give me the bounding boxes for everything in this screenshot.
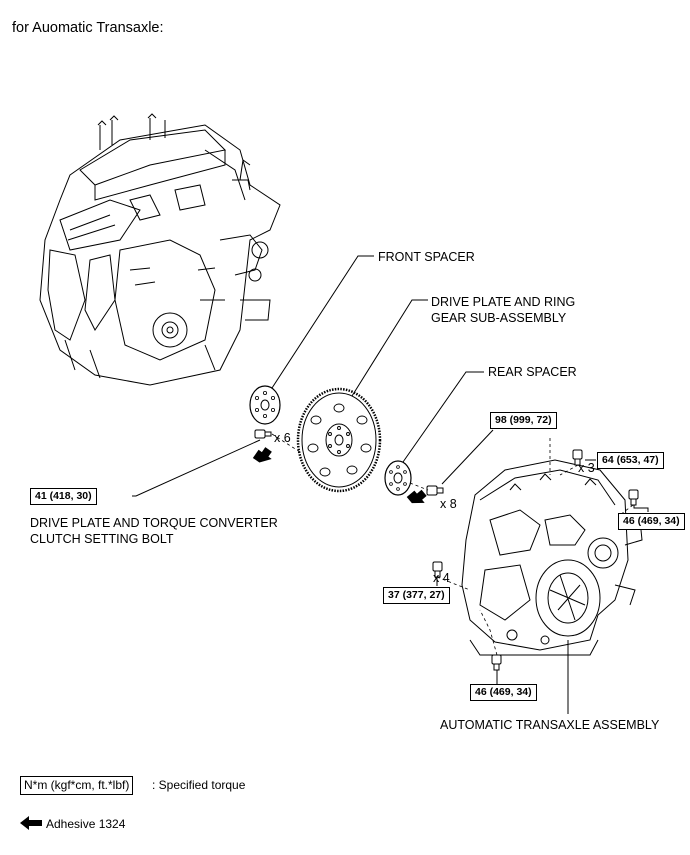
torque-rear-spacer-bolt: 98 (999, 72) [490, 412, 557, 429]
drive-plate-part [296, 387, 382, 493]
adhesive-legend-text: Adhesive 1324 [46, 817, 126, 831]
rear-spacer-part [384, 460, 412, 496]
side-bolt [628, 489, 639, 506]
torque-units-legend: N*m (kgf*cm, ft.*lbf) [20, 776, 134, 795]
rear-spacer-bolt [426, 485, 444, 496]
qty-rear-spacer-bolts: x 8 [440, 497, 457, 511]
bolt-label-line1: DRIVE PLATE AND TORQUE CONVERTER [30, 516, 278, 530]
transaxle-illustration [461, 459, 643, 656]
drive-plate-label-line2: GEAR SUB-ASSEMBLY [431, 311, 567, 325]
rear-spacer-label: REAR SPACER [488, 365, 577, 379]
engine-illustration [39, 113, 281, 386]
adhesive-arrow-icon [406, 489, 427, 504]
front-spacer-part [249, 385, 281, 425]
bottom-bolt [491, 654, 502, 671]
adhesive-arrow-icon [252, 447, 272, 463]
drive-plate-bolt [254, 429, 272, 439]
bolt-label-line2: CLUTCH SETTING BOLT [30, 532, 174, 546]
left-bolt [432, 561, 443, 578]
transaxle-label: AUTOMATIC TRANSAXLE ASSEMBLY [440, 718, 660, 732]
drive-plate-label-line1: DRIVE PLATE AND RING [431, 295, 576, 309]
torque-left-bolt: 37 (377, 27) [383, 587, 450, 604]
leader-lines [132, 255, 649, 714]
torque-bottom-bolt: 46 (469, 34) [470, 684, 537, 701]
torque-top-bolt: 64 (653, 47) [597, 452, 664, 469]
qty-left-bolts: x 4 [433, 571, 450, 585]
adhesive-legend-arrow-icon [20, 816, 42, 830]
front-spacer-label: FRONT SPACER [378, 250, 475, 264]
qty-top-bolts: x 3 [578, 461, 595, 475]
qty-drive-plate-bolts: x 6 [274, 431, 291, 445]
torque-drive-plate-bolt: 41 (418, 30) [30, 488, 97, 505]
torque-legend-text: : Specified torque [152, 778, 246, 792]
page-title: for Auomatic Transaxle: [12, 20, 164, 36]
torque-side-bolt: 46 (469, 34) [618, 513, 685, 530]
